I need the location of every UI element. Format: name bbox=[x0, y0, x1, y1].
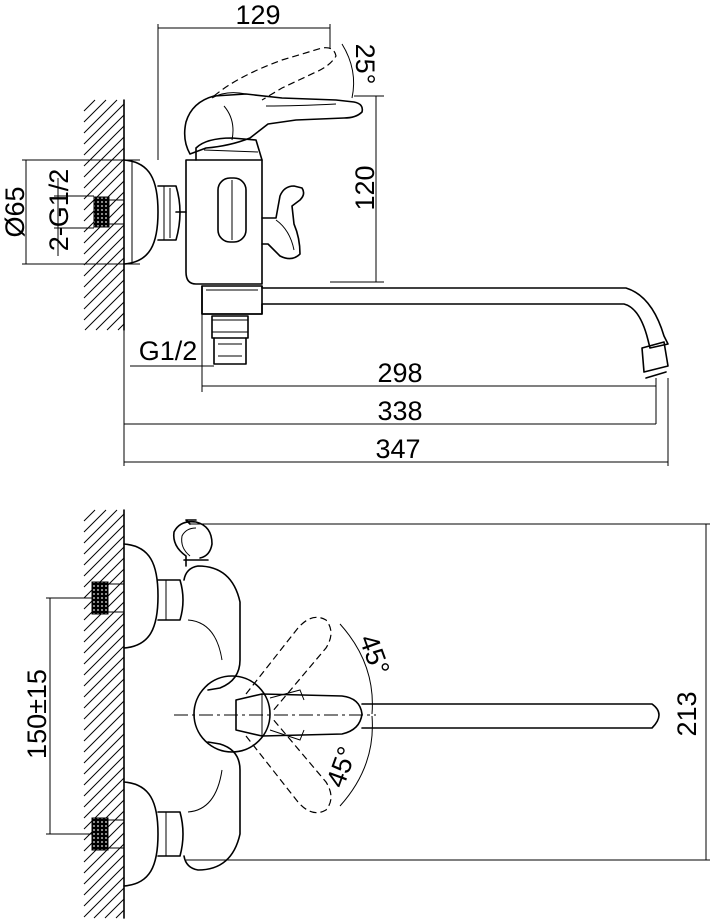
side-view: 129 25° 120 Ø65 2-G1/2 G1/2 298 338 347 bbox=[0, 0, 669, 466]
wall-hatch-line bbox=[83, 667, 125, 709]
wall-hatch-line bbox=[117, 323, 125, 331]
upper-inlet-thread-top bbox=[91, 581, 109, 615]
wall-hatch-line bbox=[83, 711, 125, 753]
dim-inlet-thread: 2-G1/2 bbox=[44, 169, 74, 252]
cartridge-disc-top bbox=[193, 675, 271, 753]
dim-spout-338: 338 bbox=[377, 396, 422, 426]
swivel-spout-side bbox=[201, 285, 669, 349]
wall-hatch-line bbox=[83, 125, 125, 167]
lever-handle-raised-dashed bbox=[213, 47, 337, 101]
dim-outlet-thread: G1/2 bbox=[139, 336, 198, 366]
dim-handle-reach: 129 bbox=[235, 0, 280, 30]
lower-inlet-thread-top bbox=[91, 817, 109, 851]
wall-hatch-line bbox=[83, 612, 125, 654]
wall-hatch-line bbox=[83, 623, 125, 665]
wall-hatch-line bbox=[83, 656, 125, 698]
wall-hatch-line bbox=[83, 678, 125, 720]
shower-holder-hook bbox=[172, 520, 213, 567]
dim-height: 120 bbox=[350, 165, 380, 210]
diverter-knob-side bbox=[261, 185, 305, 260]
wall-hatch-line bbox=[83, 524, 125, 566]
wall-hatch-line bbox=[83, 777, 125, 819]
dim-handle-angle: 25° bbox=[350, 44, 380, 85]
wall-hatch-line bbox=[83, 766, 125, 808]
wall-hatch-line bbox=[83, 136, 125, 178]
wall-hatch-line bbox=[83, 169, 125, 211]
wall-hatch-line bbox=[83, 257, 125, 299]
wall-hatching-top bbox=[83, 509, 125, 919]
wall-hatch-line bbox=[83, 843, 125, 885]
dim-flange-diameter: Ø65 bbox=[0, 186, 30, 237]
wall-hatch-line bbox=[83, 535, 125, 577]
wall-hatch-line bbox=[83, 99, 118, 134]
mixer-body-side bbox=[185, 159, 263, 285]
wall-hatch-line bbox=[83, 246, 125, 288]
lever-handle-up-dashed bbox=[245, 616, 332, 713]
wall-hatch-line bbox=[83, 99, 107, 123]
inlet-thread-side bbox=[93, 196, 110, 228]
top-view: 45° 45° 213 150±15 bbox=[22, 509, 710, 919]
wall-hatch-line bbox=[83, 722, 125, 764]
wall-hatch-line bbox=[83, 509, 107, 533]
wall-hatch-line bbox=[83, 865, 125, 907]
wall-hatch-line bbox=[93, 887, 125, 919]
wall-hatch-line bbox=[83, 224, 125, 266]
wall-hatch-line bbox=[115, 909, 125, 919]
wall-hatch-line bbox=[83, 99, 96, 112]
wall-hatch-line bbox=[83, 832, 125, 874]
wall-hatch-line bbox=[83, 689, 125, 731]
wall-flange-side bbox=[123, 159, 159, 265]
swivel-spout-top bbox=[361, 703, 660, 729]
mixer-body-top bbox=[183, 565, 241, 691]
wall-hatch-line bbox=[83, 645, 125, 687]
diverter-window-side bbox=[217, 177, 247, 243]
union-nut-side bbox=[157, 185, 181, 241]
wall-hatch-line bbox=[83, 513, 125, 555]
dim-inlet-spacing: 150±15 bbox=[22, 669, 52, 759]
wall-hatch-line bbox=[84, 290, 125, 331]
wall-hatch-line bbox=[83, 700, 125, 742]
dim-spout-298: 298 bbox=[377, 358, 422, 388]
wall-hatch-line bbox=[83, 147, 125, 189]
lever-handle-top bbox=[235, 693, 363, 737]
dim-angle-up: 45° bbox=[353, 631, 395, 680]
cartridge-collar-side bbox=[195, 137, 263, 161]
wall-hatch-line bbox=[83, 755, 125, 797]
wall-hatch-line bbox=[83, 744, 125, 786]
wall-hatch-line bbox=[83, 854, 125, 896]
wall-hatch-line bbox=[83, 509, 96, 522]
wall-hatch-line bbox=[95, 301, 125, 331]
dim-spout-347: 347 bbox=[375, 434, 420, 464]
wall-hatch-line bbox=[83, 509, 118, 544]
lower-nut-top bbox=[157, 811, 184, 857]
wall-hatch-line bbox=[83, 279, 125, 321]
wall-hatch-line bbox=[83, 213, 125, 255]
outlet-thread-side bbox=[213, 337, 247, 365]
wall-hatch-line bbox=[83, 268, 125, 310]
wall-hatch-line bbox=[83, 788, 125, 830]
wall-hatch-line bbox=[83, 235, 125, 277]
wall-hatch-line bbox=[83, 103, 125, 145]
lower-flange-top bbox=[123, 781, 159, 887]
wall-hatch-line bbox=[83, 733, 125, 775]
wall-hatch-line bbox=[104, 898, 125, 919]
wall-hatch-line bbox=[83, 114, 125, 156]
spout-aerator-side bbox=[641, 341, 669, 373]
spout-swivel-ring bbox=[201, 285, 263, 315]
wall-hatch-line bbox=[83, 546, 125, 588]
wall-hatch-line bbox=[83, 876, 125, 918]
outlet-nut-side bbox=[211, 315, 249, 339]
dim-depth: 213 bbox=[672, 691, 702, 736]
wall-hatch-line bbox=[106, 312, 125, 331]
wall-hatch-line bbox=[83, 601, 125, 643]
upper-flange-top bbox=[123, 543, 159, 649]
upper-nut-top bbox=[157, 579, 184, 621]
wall-hatch-line bbox=[83, 158, 125, 200]
lever-handle-side bbox=[183, 93, 364, 155]
lever-handle-down-dashed bbox=[245, 717, 332, 814]
wall-hatch-line bbox=[83, 634, 125, 676]
wall-hatch-line bbox=[83, 557, 125, 599]
